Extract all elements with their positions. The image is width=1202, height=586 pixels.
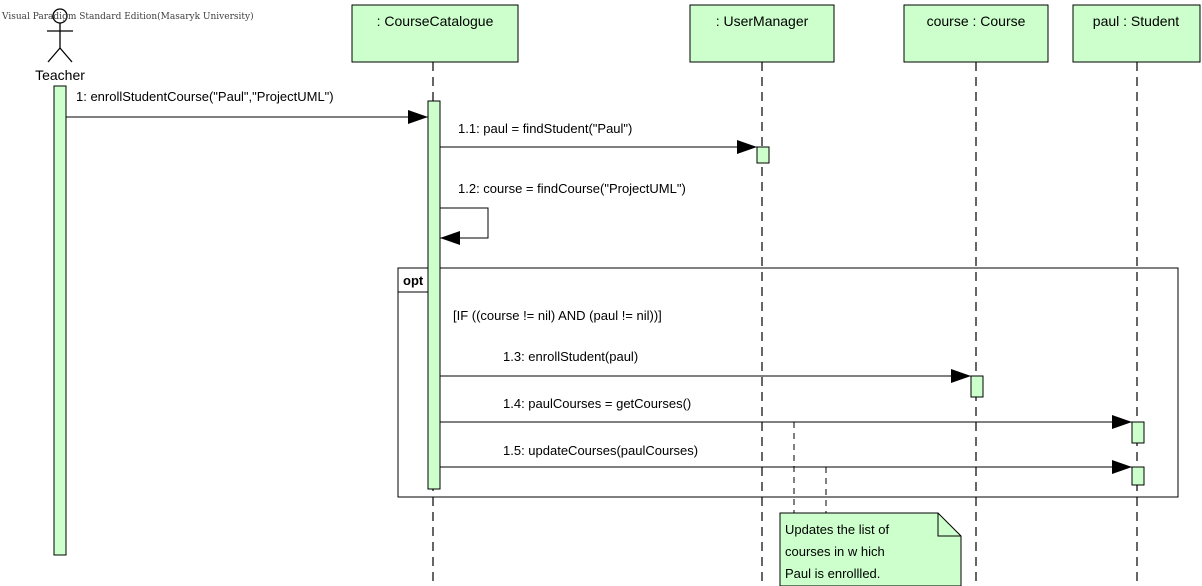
message-1-2-arrow: [440, 207, 489, 245]
student-activation-1[interactable]: [1131, 421, 1145, 444]
lifeline-course-catalogue-label: : CourseCatalogue: [377, 13, 494, 29]
user-manager-activation[interactable]: [756, 146, 770, 164]
message-1-1[interactable]: 1.1: paul = findStudent("Paul"): [440, 121, 757, 154]
lifeline-course[interactable]: course : Course: [903, 4, 1049, 63]
course-activation[interactable]: [970, 375, 984, 398]
lifeline-course-label: course : Course: [927, 13, 1026, 29]
message-1-5-label: 1.5: updateCourses(paulCourses): [503, 443, 698, 458]
actor-teacher-right-leg: [59, 47, 73, 63]
actor-teacher-left-leg: [47, 47, 61, 63]
message-1-2[interactable]: 1.2: course = findCourse("ProjectUML"): [440, 181, 686, 245]
opt-fragment-guard: [IF ((course != nil) AND (paul != nil))]: [453, 308, 662, 323]
message-1-2-label: 1.2: course = findCourse("ProjectUML"): [458, 181, 686, 196]
note-line-1: Updates the list of: [785, 522, 889, 537]
message-1-3-label: 1.3: enrollStudent(paul): [503, 349, 638, 364]
message-1[interactable]: 1: enrollStudentCourse("Paul","ProjectUM…: [66, 89, 428, 124]
opt-fragment-frame[interactable]: [397, 267, 1179, 498]
lifeline-user-manager-label: : UserManager: [716, 13, 809, 29]
lifeline-student-head[interactable]: [1072, 4, 1201, 63]
lifeline-user-manager[interactable]: : UserManager: [689, 4, 835, 63]
lifelines: [432, 62, 1138, 586]
note[interactable]: Updates the list of courses in w hich Pa…: [779, 512, 962, 586]
note-line-2: courses in w hich: [785, 544, 885, 559]
lifeline-course-catalogue-head[interactable]: [351, 4, 519, 63]
note-anchors: [793, 422, 827, 513]
lifeline-user-manager-head[interactable]: [689, 4, 835, 63]
message-1-4[interactable]: 1.4: paulCourses = getCourses(): [440, 396, 1132, 429]
message-1-5[interactable]: 1.5: updateCourses(paulCourses): [440, 443, 1132, 474]
note-shape[interactable]: [779, 512, 962, 586]
opt-fragment-operator: opt: [403, 273, 424, 288]
actor-teacher-label: Teacher: [35, 67, 85, 83]
message-1-4-label: 1.4: paulCourses = getCourses(): [503, 396, 691, 411]
message-1-3[interactable]: 1.3: enrollStudent(paul): [440, 349, 971, 383]
lifeline-student-label: paul : Student: [1093, 13, 1180, 29]
note-line-3: Paul is enrollled.: [785, 566, 880, 581]
student-activation-2[interactable]: [1131, 466, 1145, 486]
opt-fragment[interactable]: opt [IF ((course != nil) AND (paul != ni…: [397, 267, 1179, 498]
lifeline-course-catalogue[interactable]: : CourseCatalogue: [351, 4, 519, 63]
course-catalogue-activation[interactable]: [427, 100, 441, 490]
watermark-text: Visual Paradigm Standard Edition(Masaryk…: [1, 11, 254, 22]
message-1-1-label: 1.1: paul = findStudent("Paul"): [458, 121, 632, 136]
lifeline-course-head[interactable]: [903, 4, 1049, 63]
actor-teacher[interactable]: [47, 8, 73, 63]
actor-teacher-activation[interactable]: [53, 85, 67, 556]
note-fold: [937, 513, 961, 537]
lifeline-student[interactable]: paul : Student: [1072, 4, 1201, 63]
message-1-label: 1: enrollStudentCourse("Paul","ProjectUM…: [76, 89, 334, 104]
